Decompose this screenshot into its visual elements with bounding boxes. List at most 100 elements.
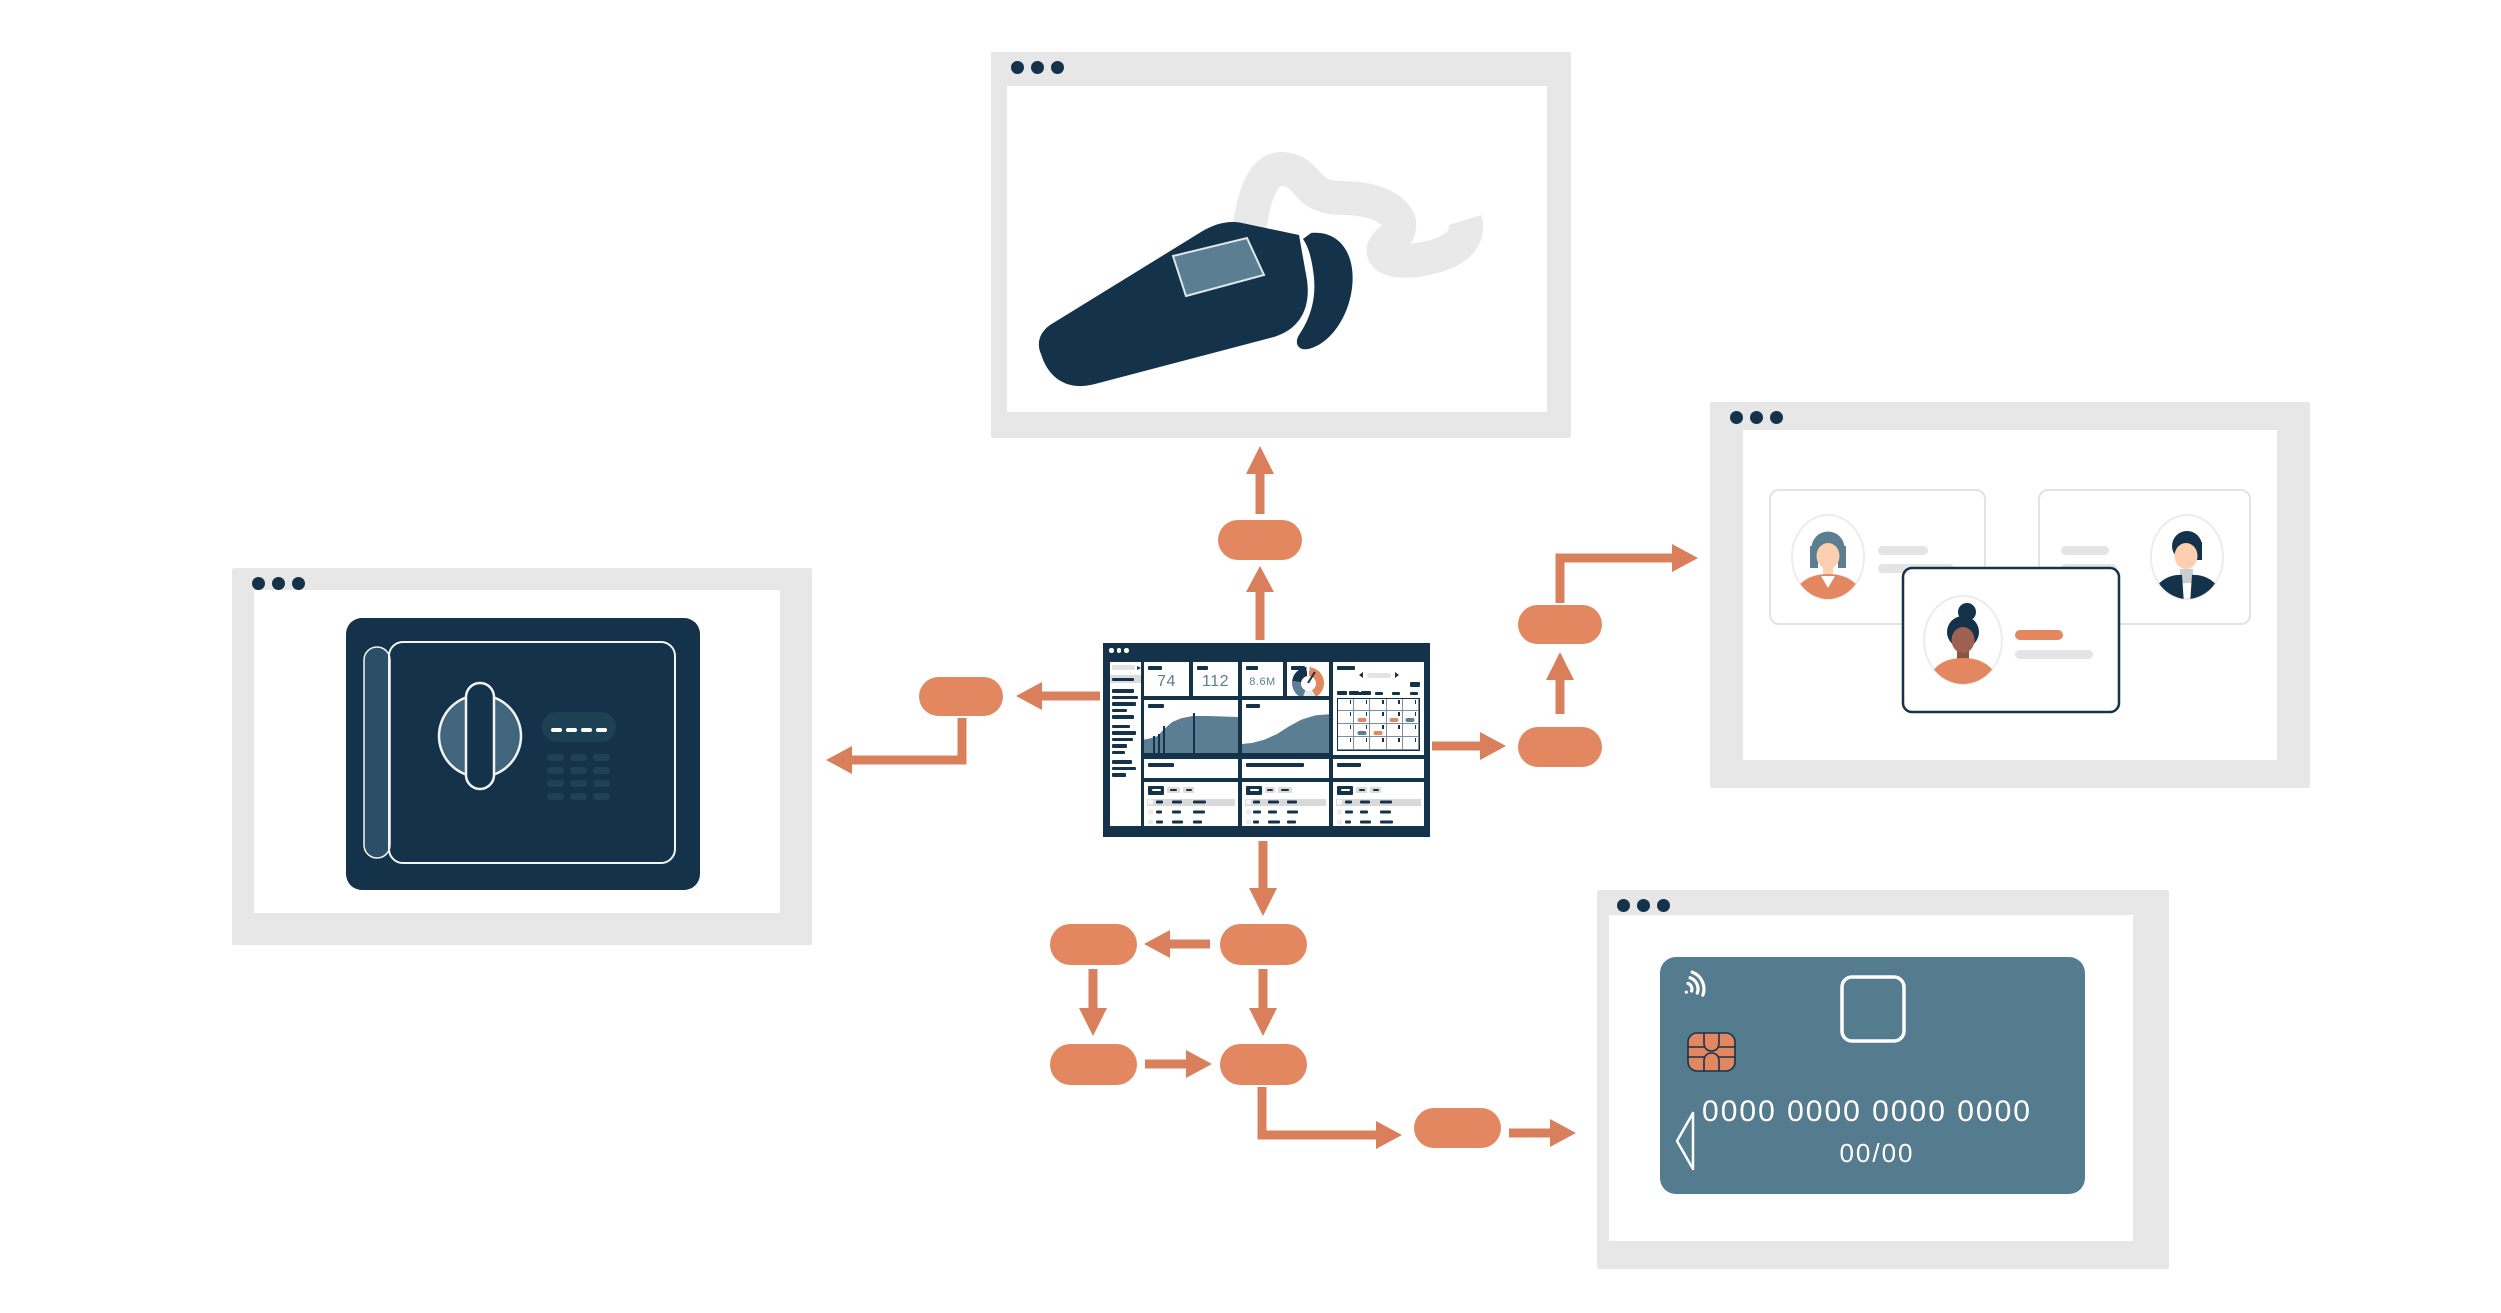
chart-area-fill <box>1242 714 1329 755</box>
browser-window-terminal <box>991 52 1571 438</box>
cell-bar <box>1287 820 1297 823</box>
flow-node <box>1518 605 1602 644</box>
chart-spike-line <box>1192 712 1195 753</box>
table-row <box>1336 819 1421 825</box>
tab-label-bar <box>1185 788 1192 792</box>
safe-hinge <box>363 646 391 859</box>
card-logo-placeholder <box>1840 975 1906 1043</box>
flow-node <box>1220 924 1307 965</box>
calendar-cell <box>1370 698 1387 712</box>
tab-label-bar <box>1249 788 1259 792</box>
cell-bar <box>1267 810 1277 814</box>
checkbox-icon <box>1337 819 1343 824</box>
calendar-widget <box>1333 662 1424 755</box>
stat-value: 74 <box>1157 673 1176 690</box>
table-tabs <box>1333 782 1424 797</box>
section-panel <box>1144 759 1238 778</box>
tab-label-bar <box>1281 788 1289 792</box>
stat-card: 112 <box>1193 662 1238 696</box>
emv-chip-icon <box>1687 1032 1736 1072</box>
calendar-cell <box>1338 737 1355 750</box>
sidebar-item-bar <box>1112 724 1130 728</box>
cell-bar <box>1344 820 1351 823</box>
calendar-event <box>1373 731 1383 735</box>
sidebar-menu-items <box>1110 689 1141 780</box>
table-header-row <box>1336 798 1421 806</box>
table-tab <box>1356 786 1367 794</box>
calendar-cell <box>1370 737 1387 750</box>
header-cell-bar <box>1380 800 1393 804</box>
cell-bar <box>1155 820 1163 823</box>
header-cell-bar <box>1155 800 1163 804</box>
calendar-cell <box>1354 737 1371 750</box>
avatar-man <box>2151 531 2223 599</box>
header-cell-bar <box>1267 800 1279 804</box>
safe-body <box>346 618 700 890</box>
header-cell-bar <box>1171 800 1182 804</box>
safe-door-outline <box>388 641 676 864</box>
cell-bar <box>1171 820 1183 823</box>
header-cell-bar <box>1359 800 1370 804</box>
gauge-card <box>1287 662 1329 696</box>
checkbox-icon <box>1148 799 1154 805</box>
header-cell-bar <box>1253 800 1261 804</box>
chart-spike-line <box>1153 735 1156 753</box>
table-tabs <box>1144 782 1238 797</box>
sidebar-search-input <box>1112 665 1135 670</box>
calendar-weekday-bars <box>1339 691 1418 695</box>
table-panel <box>1144 782 1238 826</box>
chart-spike-line <box>1158 733 1161 753</box>
header-cell-bar <box>1344 800 1352 804</box>
calendar-grid <box>1337 697 1420 751</box>
calendar-filter-pills <box>1337 682 1420 695</box>
cell-bar <box>1253 820 1260 823</box>
table-tab <box>1167 786 1180 794</box>
calendar-cell <box>1370 724 1387 738</box>
checkbox-icon <box>1148 809 1154 815</box>
section-panel <box>1333 759 1424 778</box>
next-month-icon <box>1394 672 1402 678</box>
highlight-placeholder-bar <box>2015 630 2063 640</box>
sidebar-item-bar <box>1112 689 1134 693</box>
calendar-event <box>1389 718 1399 722</box>
flow-node <box>1218 520 1302 560</box>
credit-card-body <box>1660 957 2085 1194</box>
safe-keypad <box>547 754 610 800</box>
table-header-row <box>1147 798 1235 806</box>
calendar-cell <box>1386 711 1403 725</box>
stat-card: 8.6M <box>1242 662 1283 696</box>
browser-window-safe <box>232 568 812 945</box>
sidebar-item-selected <box>1110 675 1141 683</box>
cell-bar <box>1380 820 1394 823</box>
sidebar-item-bar <box>1112 695 1138 699</box>
terminal-body <box>1038 222 1308 387</box>
checkbox-icon <box>1337 809 1343 815</box>
window-controls-icon <box>1617 899 1670 912</box>
calendar-cell <box>1386 737 1403 750</box>
checkbox-icon <box>1246 799 1252 805</box>
text-placeholder-bar <box>2015 650 2093 659</box>
safe-display <box>542 712 616 742</box>
contactless-icon <box>1684 970 1706 997</box>
checkbox-icon <box>1337 799 1343 805</box>
flow-node <box>1050 924 1137 965</box>
tab-label-bar <box>1340 788 1350 792</box>
calendar-cell <box>1402 737 1419 750</box>
calendar-cell <box>1386 698 1403 712</box>
stat-card: 74 <box>1144 662 1189 696</box>
month-label-placeholder <box>1366 672 1391 678</box>
table-header-row <box>1245 798 1326 806</box>
receipt-ribbon <box>1230 152 1484 278</box>
table-tab <box>1265 786 1275 794</box>
card-arrow-icon <box>1675 1111 1695 1171</box>
tab-label-bar <box>1372 788 1379 792</box>
flow-node <box>1518 727 1602 767</box>
section-panel <box>1242 759 1329 778</box>
calendar-event <box>1357 718 1367 722</box>
sidebar-item-bar <box>1112 737 1133 741</box>
tab-label-bar <box>1151 788 1161 792</box>
cell-bar <box>1359 820 1371 823</box>
calendar-cell <box>1402 724 1419 738</box>
table-panel <box>1242 782 1329 826</box>
calendar-event <box>1357 731 1367 735</box>
